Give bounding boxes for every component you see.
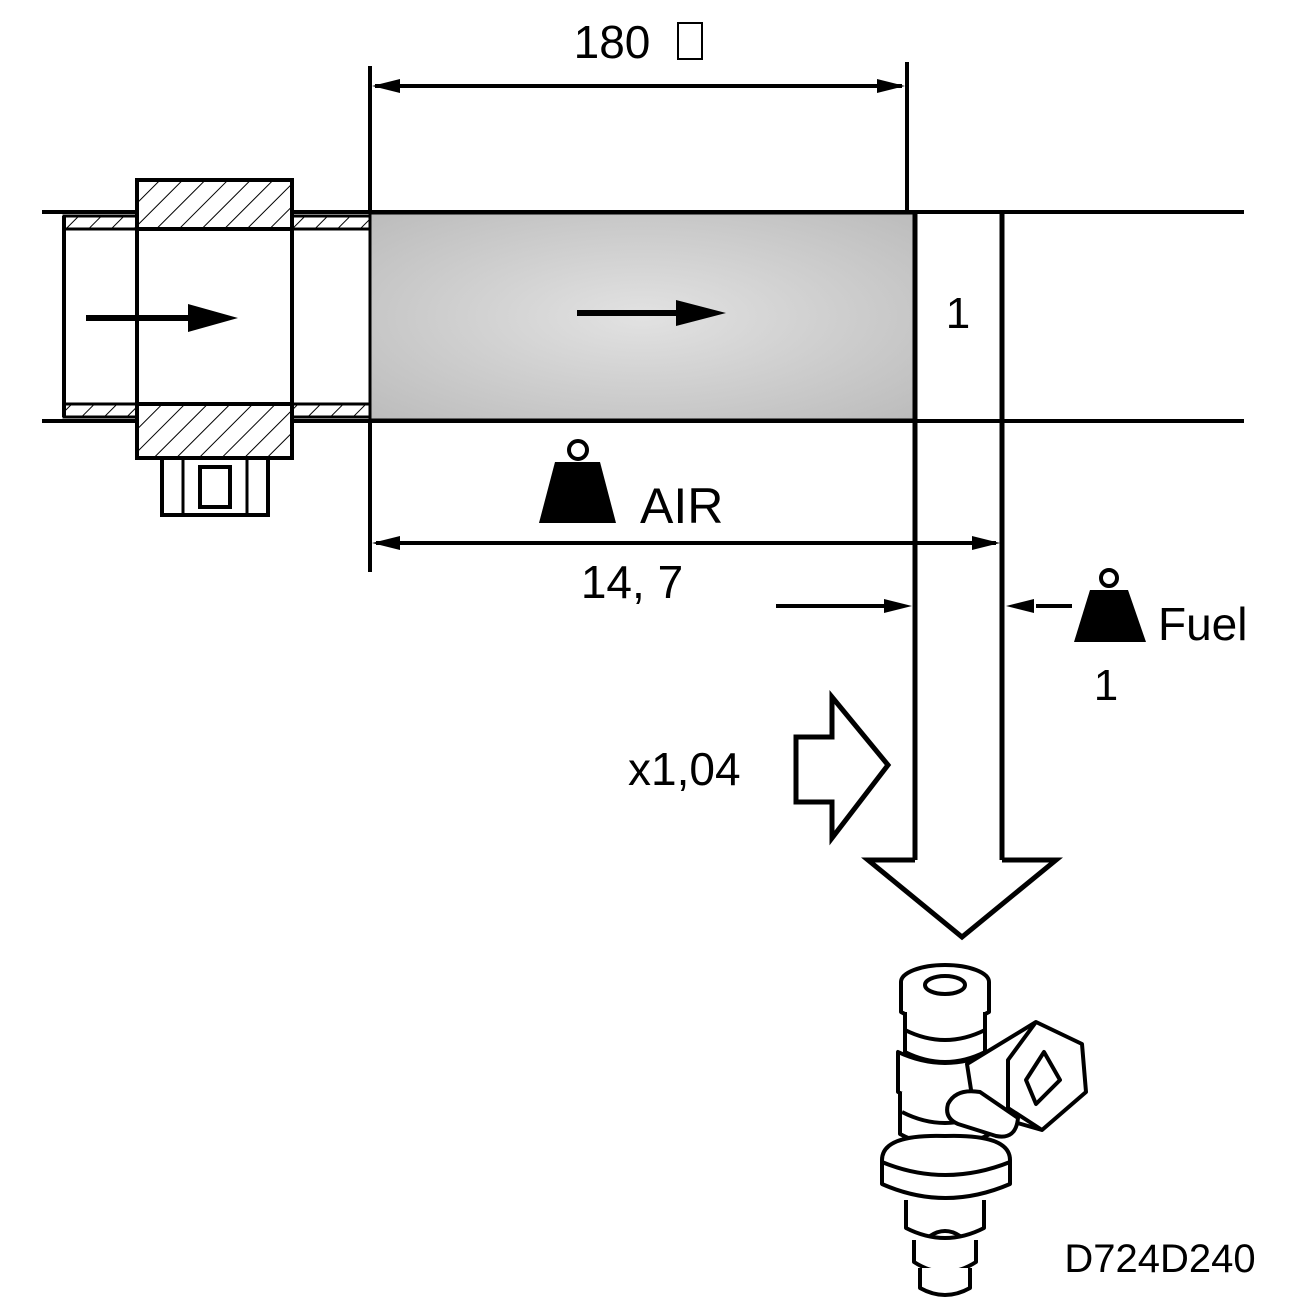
- top-dimension: [368, 62, 909, 212]
- fuel-weight-icon: [1074, 568, 1146, 642]
- fuel-injector-icon: [880, 963, 1088, 1297]
- air-ratio-arrowhead-left: [372, 536, 400, 550]
- air-label: AIR: [640, 478, 723, 534]
- figure-code: D724D240: [1064, 1237, 1255, 1281]
- fuel-label: Fuel: [1158, 598, 1247, 650]
- multiplier-label: x1,04: [628, 743, 741, 795]
- air-flow-sensor-icon: [62, 178, 372, 517]
- fuel-width-dimension: [776, 599, 1072, 613]
- mixture-down-arrow: [861, 214, 1063, 941]
- degree-symbol-box: [677, 22, 703, 60]
- flow-arrow-left: [86, 304, 238, 332]
- flow-arrow-air: [577, 300, 726, 326]
- pipe-section-label: 1: [946, 289, 970, 338]
- air-ratio-label: 14, 7: [581, 556, 683, 608]
- multiplier-arrow-icon: [793, 690, 892, 846]
- dimension-arrowhead-left: [372, 79, 400, 93]
- air-mass-section: [368, 211, 917, 422]
- dimension-arrowhead-right: [877, 79, 905, 93]
- fuel-ratio-label: 1: [1094, 661, 1118, 710]
- air-ratio-arrowhead-right: [972, 536, 1000, 550]
- air-ratio-dimension: [368, 421, 996, 572]
- top-dimension-label: 180: [574, 16, 651, 68]
- air-weight-icon: [539, 439, 616, 523]
